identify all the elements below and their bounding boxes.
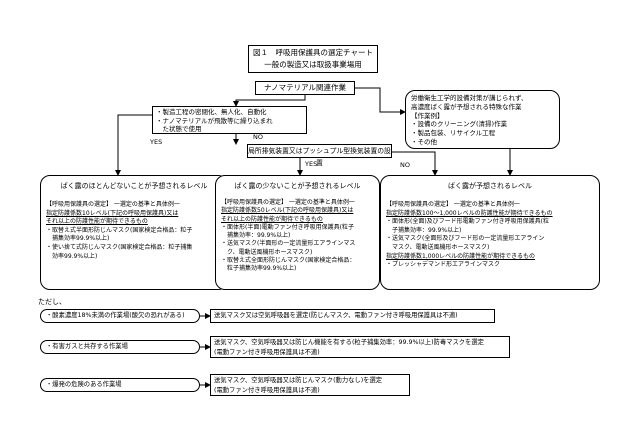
level-mid-title: ばく露の少ないことが予想されるレベル [234,182,361,190]
level-mid-line: 粒子捕集効率99.9%以上) [221,265,297,273]
arrow-exhaust-to-high [392,151,438,176]
process-line: ・ナノマテリアルが飛散等に繰り込まれ [156,116,273,125]
process-line: た状態で使用 [156,125,202,133]
title-line1: 図１ 呼吸用保護具の選定チャート [253,48,373,57]
level-low-line: 捕集効率99.9%以上) [46,235,110,243]
level-mid-line: 捕集効率：99.9%以上) [221,232,291,240]
level-mid-line: ク、電動送風機形ホースマスク) [221,248,313,256]
level-high-line: 指定防護係数100～1,000レベルの防護性能が期待できるもの [386,209,553,217]
level-high-line: 指定防護係数1,000レベルの防護性能が期待できるもの [386,252,536,260]
title-line2: 一般の製造又は取扱事業場用 [264,60,362,69]
level-mid-line: それ以上の防護性能が期待できるもの [221,215,323,223]
level-high-line: マスク、電動送風機形ホースマスク) [386,243,490,251]
no-label: NO [400,161,410,169]
level-mid-heading: 【呼吸用保護具の選定】 一選定の基準と具体例一 [221,199,355,206]
level-mid-line: ・面体形(半面)電動ファン付き呼吸用保護具(粒子 [221,223,355,231]
level-high-line: 子捕集効率：99.9%以上) [386,226,462,234]
process-line: ・製造工程の密閉化、無人化、自動化 [156,108,267,116]
note-result-line: 送気マスク又は空気呼吸器を選定(防じんマスク、電動ファン付き呼吸用保護具は不適) [214,312,458,319]
level-low-heading: 【呼吸用保護具の選定】 一選定の基準と具体例一 [46,201,180,208]
local-exhaust-box: 局所排気装置又はプッシュプル型換気装置の設置 [247,144,392,167]
special-work-box: 労働衛生工学的設備対策が講じられず、 高濃度ばく露が予想される特殊な作業 【作業… [405,90,560,149]
level-high-line: ・プレッシャデマンド形エアラインマスク [386,261,501,269]
note-result-line: (電動ファン付き呼吸用保護具は不適) [214,348,320,356]
special-line: ・製品包装、リサイクル工程 [411,129,496,138]
note-result-box: 送気マスク、空気呼吸器又は防じん機能を有する(粒子捕集効率：99.9%以上)防毒… [210,336,510,358]
special-line: 高濃度ばく露が予想される特殊な作業 [411,102,522,111]
note-result-box: 送気マスク又は空気呼吸器を選定(防じんマスク、電動ファン付き呼吸用保護具は不適) [210,309,495,323]
level-mid-line: ・送気マスク(半面形の一定流量形エアラインマス [221,240,356,248]
special-line: ・その他 [411,137,437,146]
yes-label: YES [305,160,318,168]
arrow-nano-to-special [355,87,406,115]
level-low-line: ・取替え式半面形防じんマスク(国家検定合格品：粒子 [46,226,193,234]
note-result-line: (電動ファン付き呼吸用保護具は不適) [214,386,320,394]
level-low-line: それ以上の防護性能が期待できるもの [46,218,148,226]
note-condition-box: ・酸素濃度18%未満の作業場(酸欠の恐れがある) [40,309,200,323]
however-label: ただし、 [38,298,66,306]
level-high-box: ばく露が予想されるレベル 【呼吸用保護具の選定】 一選定の基準と具体例一 指定防… [380,175,600,290]
level-mid-box: ばく露の少ないことが予想されるレベル 【呼吸用保護具の選定】 一選定の基準と具体… [215,175,380,290]
process-condition-box: ・製造工程の密閉化、無人化、自動化 ・ナノマテリアルが飛散等に繰り込まれ た状態… [152,106,307,134]
yes-label: YES [150,138,163,146]
note-result-line: 送気マスク、空気呼吸器又は防じん機能を有する(粒子捕集効率：99.9%以上)防毒… [214,339,484,346]
note-condition-box: ・爆発の危険のある作業場 [40,378,200,392]
level-high-heading: 【呼吸用保護具の選定】 一選定の基準と具体例一 [386,201,520,208]
level-high-line: ・面体形(全面)及びフード形電動ファン付き呼吸用保護具(粒 [386,218,550,226]
title-box: 図１ 呼吸用保護具の選定チャート 一般の製造又は取扱事業場用 [248,45,378,73]
level-high-line: ・送気マスク(全面形及びフード形の一定流量形エアライン [386,235,545,243]
special-line: 【作業例】 [411,111,444,120]
level-low-line: 指定防護係数10レベル(下記の呼吸用保護具)又は [46,209,179,217]
note-result-line: 送気マスク、空気呼吸器又は防じんマスク(動力なし)を選定 [214,377,383,384]
local-exhaust-label: 局所排気装置又はプッシュプル型換気装置の設置 [248,147,391,167]
level-low-box: ばく露のほとんどないことが予想されるレベル 【呼吸用保護具の選定】 一選定の基準… [40,175,228,290]
level-mid-line: ・取替え式全面形防じんマスク(国家検定合格品： [221,257,356,265]
arrow-nano-to-process [233,95,306,107]
nano-materials-box: ナノマテリアル関連作業 [255,81,355,95]
level-high-title: ばく露が予想されるレベル [448,182,532,190]
note-condition-label: ・有害ガスと共存する作業場 [46,343,128,350]
special-line: ・設備のクリーニング(清掃)作業 [411,120,508,129]
note-condition-box: ・有害ガスと共存する作業場 [40,340,200,354]
note-condition-label: ・酸素濃度18%未満の作業場(酸欠の恐れがある) [46,312,185,319]
no-label: NO [253,133,263,141]
special-line: 労働衛生工学的設備対策が講じられず、 [411,94,528,102]
note-condition-label: ・爆発の危険のある作業場 [46,381,122,388]
level-low-line: ・使い捨て式防じんマスク(国家検定合格品：粒子捕集 [46,243,193,251]
note-result-box: 送気マスク、空気呼吸器又は防じんマスク(動力なし)を選定 (電動ファン付き呼吸用… [210,374,410,396]
level-low-title: ばく露のほとんどないことが予想されるレベル [60,182,208,190]
nano-materials-label: ナノマテリアル関連作業 [263,83,347,92]
arrow-process-to-low [115,114,152,176]
level-mid-line: 指定防護係数50レベル(下記の呼吸用保護具)又は [221,207,354,215]
level-low-line: 効率99.9%以上) [46,252,98,260]
